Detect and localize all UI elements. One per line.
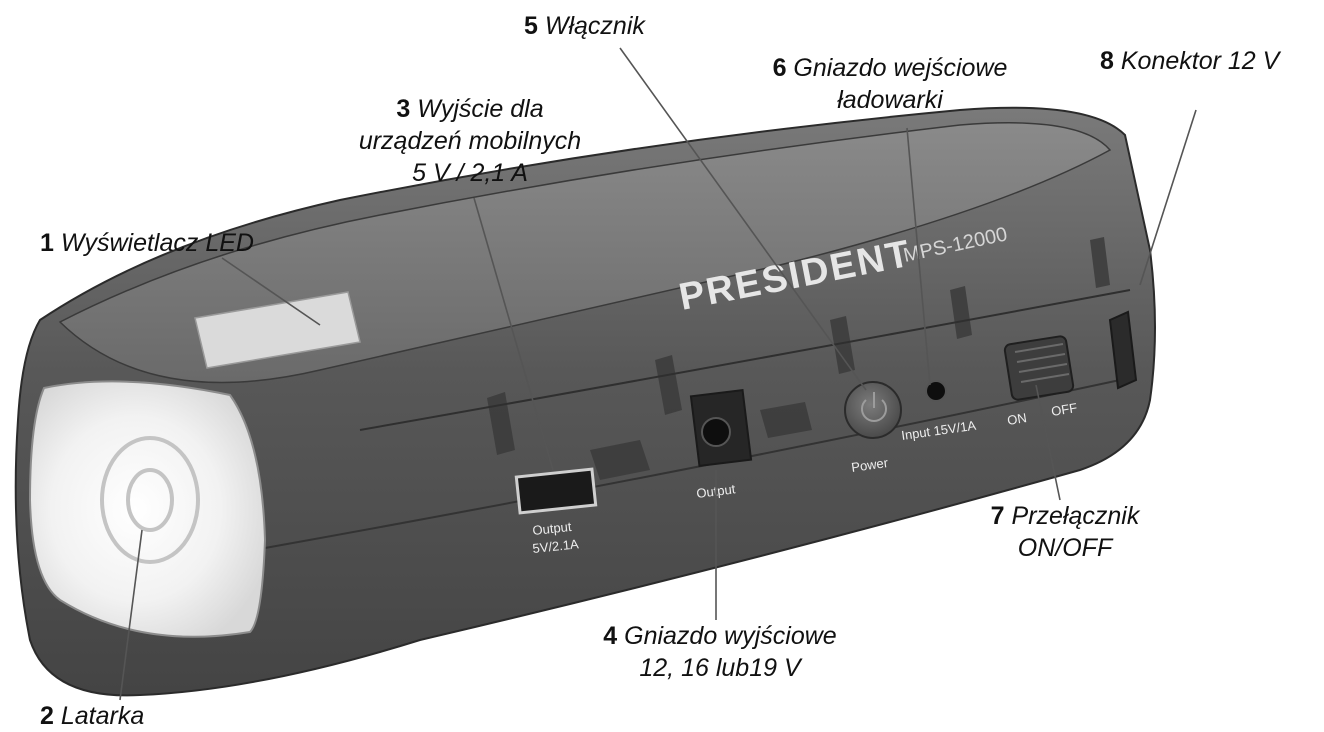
callout-text: Włącznik xyxy=(544,12,645,40)
callout-number: 5 xyxy=(524,12,538,40)
callout-text: Przełącznik xyxy=(1011,502,1140,530)
usb-port xyxy=(514,467,598,515)
callout-number: 8 xyxy=(1100,47,1114,75)
callout-3-mobile-output: 3 Wyjście dla urządzeń mobilnych 5 V / 2… xyxy=(260,93,680,189)
callout-number: 1 xyxy=(40,229,54,257)
callout-6-charger-input: 6 Gniazdo wejściowe ładowarki xyxy=(730,52,1050,116)
leader-line-2 xyxy=(119,529,143,701)
switch-on-label: ON xyxy=(1006,410,1028,428)
callout-5-power-switch: 5 Włącznik xyxy=(524,10,645,42)
callout-text: urządzeń mobilnych xyxy=(358,127,582,155)
flashlight-reflector xyxy=(100,436,200,564)
callout-text: Wyjście dla xyxy=(417,95,544,123)
power-label: Power xyxy=(850,455,889,475)
grip-ridges xyxy=(487,237,1110,480)
charger-input-jack xyxy=(925,380,947,402)
callout-1-led-display: 1 Wyświetlacz LED xyxy=(40,227,254,259)
side-seam xyxy=(359,289,1131,431)
callout-text: 12, 16 lub19 V xyxy=(639,654,801,682)
leader-line-8 xyxy=(1139,109,1197,286)
callout-text: Gniazdo wyjściowe xyxy=(624,622,837,650)
led-display xyxy=(194,291,361,369)
power-button xyxy=(844,381,902,439)
callout-number: 4 xyxy=(603,622,618,650)
flashlight-lens xyxy=(28,380,267,638)
callout-8-12v-connector: 8 Konektor 12 V xyxy=(1100,45,1279,77)
callout-2-flashlight: 2 Latarka xyxy=(40,700,144,732)
callout-text: Gniazdo wejściowe xyxy=(793,54,1008,82)
callout-text: Latarka xyxy=(60,702,145,730)
switch-off-label: OFF xyxy=(1050,400,1078,419)
leader-line-7 xyxy=(1035,384,1061,501)
connector-12v xyxy=(1108,310,1138,390)
leader-lines xyxy=(119,47,1197,701)
callout-7-on-off-switch: 7 Przełącznik ON/OFF xyxy=(930,500,1200,564)
callout-4-output-socket: 4 Gniazdo wyjściowe 12, 16 lub19 V xyxy=(520,620,920,684)
leader-line-3 xyxy=(473,197,554,471)
callout-text: Wyświetlacz LED xyxy=(60,229,254,257)
leader-line-5 xyxy=(619,47,867,391)
callout-text: ładowarki xyxy=(837,86,943,114)
callout-text: Konektor 12 V xyxy=(1120,47,1280,75)
usb-label-line2: 5V/2.1A xyxy=(532,536,580,556)
dc-output-hole xyxy=(701,417,731,447)
usb-label-line1: Output xyxy=(532,519,573,538)
leader-line-1 xyxy=(221,257,321,326)
callout-number: 3 xyxy=(396,95,411,123)
lower-seam xyxy=(264,379,1121,549)
switch-ridges xyxy=(1014,343,1070,383)
callout-number: 6 xyxy=(772,54,787,82)
callout-number: 2 xyxy=(40,702,54,730)
power-symbol-icon xyxy=(861,399,887,422)
callout-text: ON/OFF xyxy=(1017,534,1113,562)
callout-text: 5 V / 2,1 A xyxy=(412,159,528,187)
leader-line-6 xyxy=(906,127,931,386)
callout-number: 7 xyxy=(990,502,1005,530)
